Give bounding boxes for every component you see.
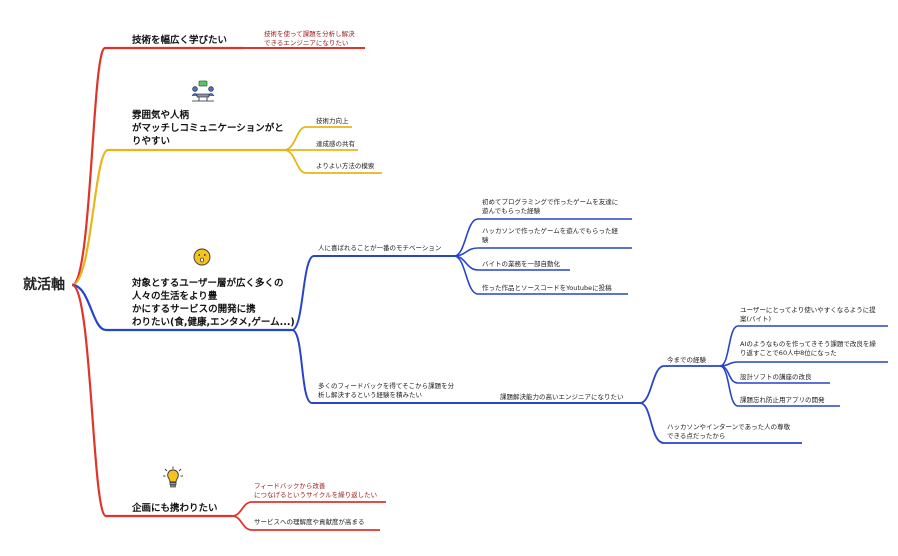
branch2-title[interactable]: 雰囲気や人柄 がマッチしコミュニケーションがと りやすい	[132, 109, 284, 148]
connector-motivation-item4	[453, 255, 628, 295]
respect-line: ハッカソンやインターンであった人の尊敬	[667, 423, 791, 431]
motivation-item-3[interactable]: バイトの業務を一部自動化	[482, 260, 560, 268]
connector-motivation-item2	[453, 247, 632, 257]
experience-item-1[interactable]: ユーザーにとってより使いやすくなるように提 案(バイト)	[740, 306, 876, 324]
experience-item-line: AIのようなものを作ってきそう課題で改良を繰	[740, 340, 876, 348]
connector-branch4-item1	[231, 501, 386, 517]
branch1-note-line: できるエンジニアになりたい	[264, 39, 349, 47]
connector-experience-item1	[719, 325, 888, 367]
branch2-title-line: りやすい	[132, 136, 171, 147]
motivation-item-1[interactable]: 初めてプログラミングで作ったゲームを友達に 遊んでもらった経験	[482, 198, 618, 216]
motivation-item-line: 初めてプログラミングで作ったゲームを友達に	[482, 198, 619, 206]
branch2-item-2[interactable]: 達成感の共有	[316, 140, 355, 148]
engineer-topic[interactable]: 課題解決能力の高いエンジニアになりたい	[500, 393, 624, 401]
motivation-topic[interactable]: 人に喜ばれることが一番のモチベーション	[318, 244, 442, 252]
connector-branch3	[71, 283, 292, 332]
branch3-title-line: 人々の生活をより豊	[132, 291, 218, 302]
branch3-title-line: 対象とするユーザー層が広く多くの	[132, 278, 284, 289]
branch3-title-line: わりたい(食,健康,エンタメ,ゲーム...)	[132, 317, 295, 328]
experience-item-line: 案(バイト)	[740, 315, 772, 323]
connector-experience-item4	[719, 365, 840, 407]
lightbulb-icon	[163, 466, 183, 488]
experience-item-4[interactable]: 課題忘れ防止用アプリの開発	[740, 396, 825, 404]
connector-branch2-item3	[283, 149, 382, 174]
meeting-people-icon	[191, 80, 215, 102]
connector-feedback	[291, 329, 498, 404]
root-topic[interactable]: 就活軸	[23, 277, 65, 293]
branch1-note-line: 技術を使って課題を分析し解決	[264, 30, 355, 38]
branch3-title[interactable]: 対象とするユーザー層が広く多くの 人々の生活をより豊 かにするサービスの開発に携…	[132, 277, 295, 329]
branch2-item-1[interactable]: 技術力向上	[316, 117, 349, 125]
connector-branch2	[71, 148, 284, 287]
branch1-title[interactable]: 技術を幅広く学びたい	[132, 35, 228, 46]
connector-branch4	[71, 283, 232, 518]
branch2-title-line: がマッチしコミュニケーションがと	[132, 123, 284, 134]
experience-item-line: り返すことで60人中8位になった	[740, 349, 837, 357]
experience-item-3[interactable]: 設計ソフトの講座の改良	[740, 373, 812, 381]
connector-respect	[639, 402, 802, 444]
branch1-note[interactable]: 技術を使って課題を分析し解決 できるエンジニアになりたい	[264, 30, 355, 48]
connector-experience-item2	[719, 361, 888, 367]
branch4-item-1[interactable]: フィードバックから改善 につなげるというサイクルを繰り返したい	[254, 482, 377, 500]
connector-branch1	[71, 46, 244, 287]
feedback-line: 多くのフィードバックを得てそこから課題を分	[318, 382, 455, 390]
branch4-item-line: フィードバックから改善	[254, 482, 326, 490]
connector-branch4-item2	[231, 515, 380, 531]
branch3-title-line: かにするサービスの開発に携	[132, 304, 256, 315]
experience-item-line: ユーザーにとってより使いやすくなるように提	[740, 306, 876, 314]
motivation-item-line: 遊んでもらった経験	[482, 207, 541, 215]
connector-experience	[639, 365, 720, 404]
respect-line: できる点だったから	[667, 432, 726, 440]
feedback-line: 析し解決するという経験を積みたい	[318, 391, 422, 399]
motivation-item-4[interactable]: 作った作品とソースコードをYoutubeに投稿	[482, 284, 612, 292]
motivation-item-line: 験	[482, 236, 489, 244]
branch2-title-line: 雰囲気や人柄	[132, 110, 190, 121]
connector-motivation-item1	[453, 218, 632, 257]
experience-topic[interactable]: 今までの経験	[667, 356, 706, 364]
branch4-item-2[interactable]: サービスへの理解度や貢献度が高まる	[254, 518, 365, 526]
experience-item-2[interactable]: AIのようなものを作ってきそう課題で改良を繰 り返すことで60人中8位になった	[740, 340, 876, 358]
branch4-item-line: につなげるというサイクルを繰り返したい	[254, 491, 378, 499]
branch4-title[interactable]: 企画にも携わりたい	[132, 503, 218, 514]
motivation-item-line: ハッカソンで作ったゲームを遊んでもらった経	[482, 227, 618, 235]
feedback-topic[interactable]: 多くのフィードバックを得てそこから課題を分 析し解決するという経験を積みたい	[318, 382, 454, 400]
branch2-item-3[interactable]: よりよい方法の模索	[316, 162, 375, 170]
surprised-face-icon	[193, 248, 211, 266]
respect-topic[interactable]: ハッカソンやインターンであった人の尊敬 できる点だったから	[667, 423, 790, 441]
motivation-item-2[interactable]: ハッカソンで作ったゲームを遊んでもらった経 験	[482, 227, 618, 245]
connector-motivation	[291, 255, 454, 331]
